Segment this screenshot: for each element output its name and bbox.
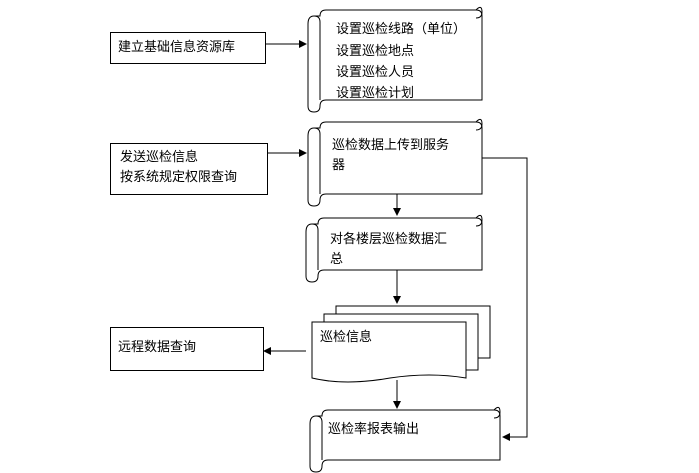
remote-query-label: 远程数据查询 [118,340,197,355]
report-label: 巡检率报表输出 [328,422,420,437]
summary-label-line1: 对各楼层巡检数据汇 [330,232,448,247]
setup-scroll-shape [307,6,483,113]
summary-scroll-shape [305,214,483,283]
setup-line-plan: 设置巡检计划 [336,86,415,101]
resource-db-box [110,32,266,64]
setup-line-location: 设置巡检地点 [336,44,415,59]
upload-label-line1: 巡检数据上传到服务 [332,138,450,153]
send-info-label-line1: 发送巡检信息 [120,150,199,165]
summary-label-line2: 总 [330,252,344,267]
upload-label-line2: 器 [332,158,346,173]
send-info-label-line2: 按系统规定权限查询 [120,170,238,185]
send-info-box [110,143,268,195]
multi-document-shape [311,305,491,383]
connector-arrows [263,40,528,441]
resource-db-label: 建立基础信息资源库 [118,40,236,55]
setup-line-route: 设置巡检线路（单位） [336,22,467,37]
arrow-upload-to-report [482,157,528,441]
setup-line-personnel: 设置巡检人员 [336,65,415,80]
document-label: 巡检信息 [320,330,373,345]
report-scroll-shape [309,406,501,473]
upload-scroll-shape [307,118,483,207]
remote-query-box [110,327,264,371]
